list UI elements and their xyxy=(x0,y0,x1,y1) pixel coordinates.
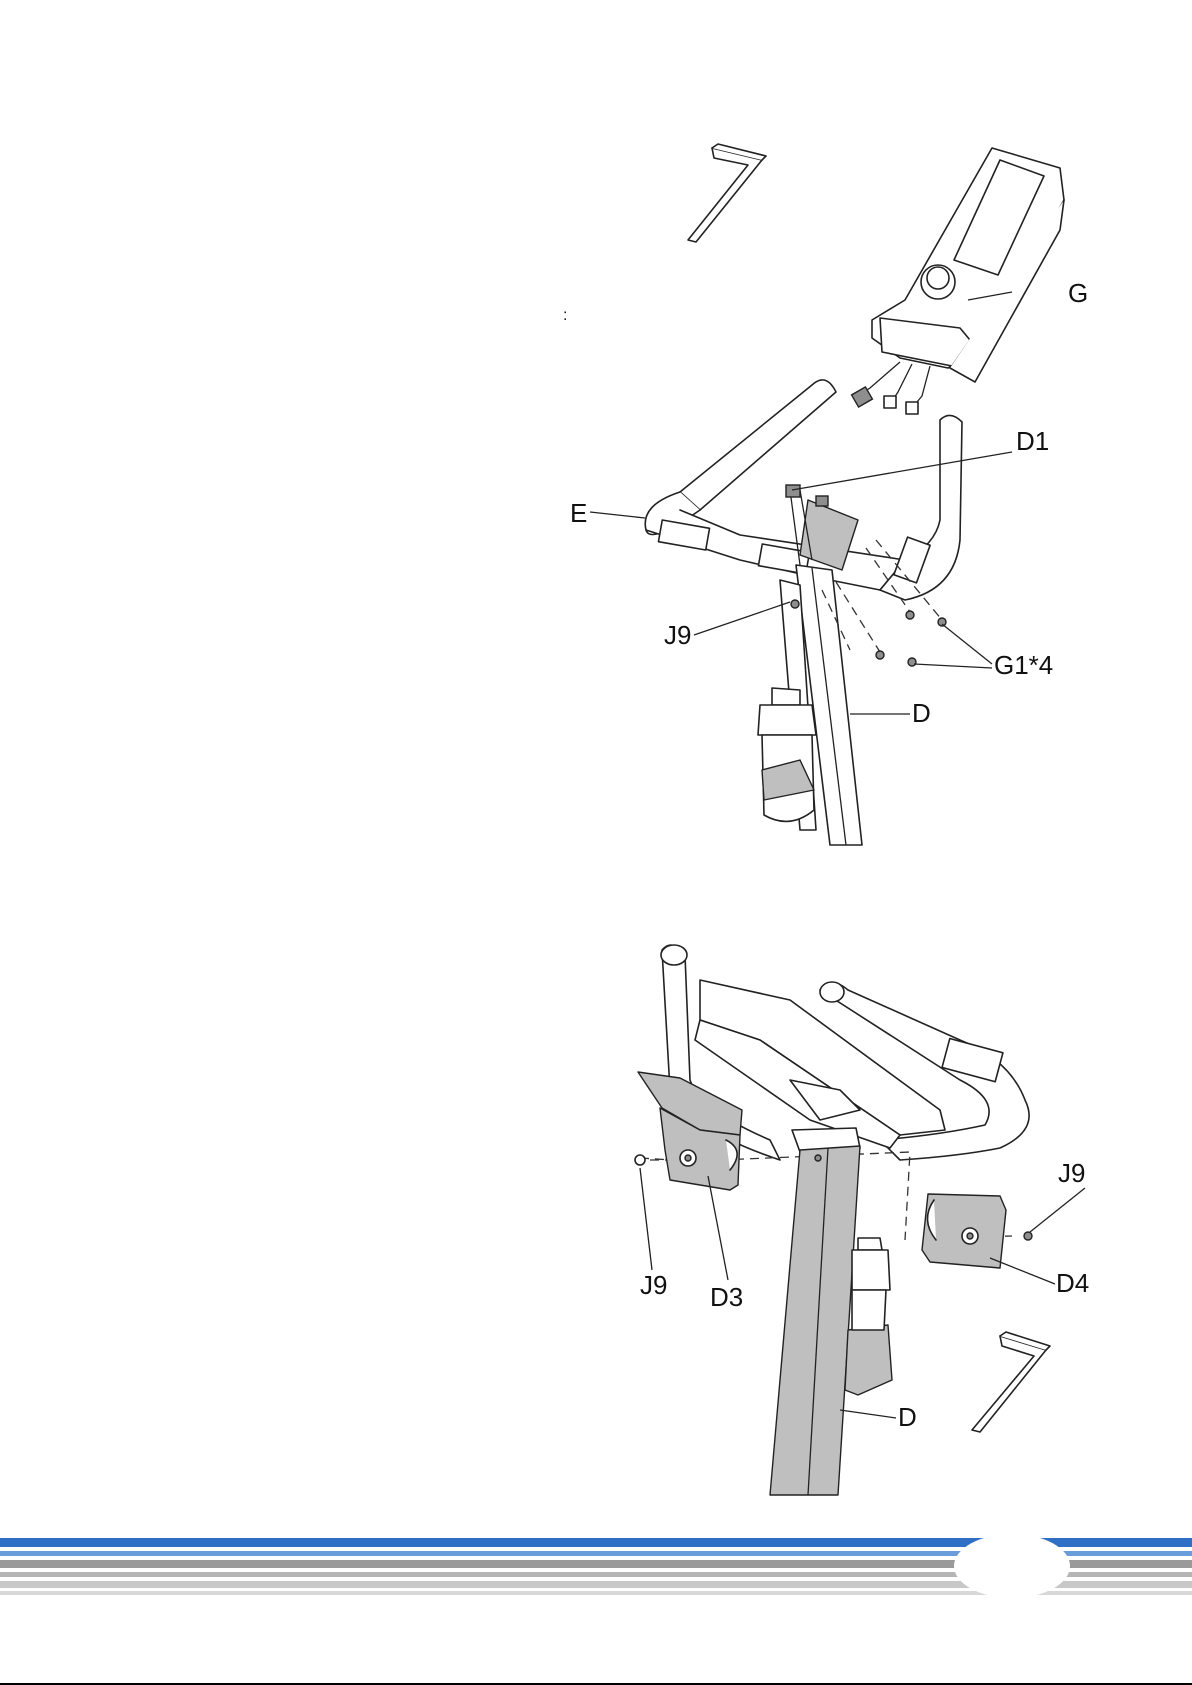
right-cover-icon xyxy=(922,1194,1006,1268)
allen-key-icon xyxy=(688,144,766,242)
footer-stripes xyxy=(0,1534,1192,1598)
allen-key-icon xyxy=(972,1332,1050,1432)
page-number-badge xyxy=(954,1534,1070,1598)
water-bottle-icon xyxy=(758,688,816,821)
label-D4: D4 xyxy=(1056,1270,1089,1296)
label-E: E xyxy=(570,500,587,526)
left-cover-icon xyxy=(638,1072,742,1190)
label-J9-left: J9 xyxy=(640,1272,667,1298)
label-J9-right: J9 xyxy=(1058,1160,1085,1186)
console-icon xyxy=(852,148,1064,414)
label-G: G xyxy=(1068,280,1088,306)
label-D: D xyxy=(912,700,931,726)
label-colon: : xyxy=(563,308,567,324)
label-D3: D3 xyxy=(710,1284,743,1310)
label-D-2: D xyxy=(898,1404,917,1430)
water-bottle-icon xyxy=(845,1238,892,1395)
label-D1: D1 xyxy=(1016,428,1049,454)
upright-post-icon xyxy=(770,1128,860,1495)
label-G1x4: G1*4 xyxy=(994,652,1053,678)
label-J9: J9 xyxy=(664,622,691,648)
